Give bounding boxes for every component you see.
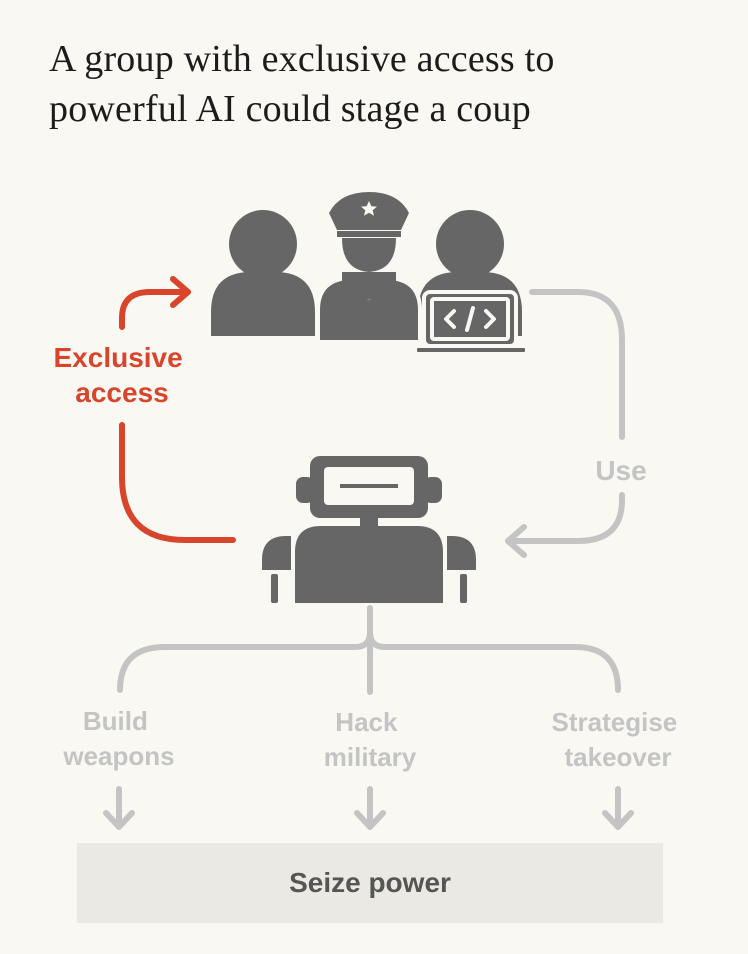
strategise-takeover-label: Strategise takeover <box>552 707 685 772</box>
title-line-1: A group with exclusive access to <box>49 38 555 80</box>
exclusive-access-arrow <box>119 276 236 543</box>
use-label: Use <box>595 455 646 486</box>
hack-military-label: Hack military <box>324 707 417 772</box>
arrow-down-hack <box>354 786 386 830</box>
seize-power-box: Seize power <box>77 843 663 923</box>
exclusive-access-label: Exclusive access <box>54 342 191 408</box>
title-line-2: powerful AI could stage a coup <box>49 88 531 130</box>
military-officer-icon <box>316 192 422 344</box>
robot-icon <box>262 456 476 603</box>
diagram-title: A group with exclusive access to powerfu… <box>49 34 709 134</box>
programmer-laptop-icon <box>415 290 527 354</box>
action-branches <box>117 605 621 695</box>
arrow-down-strategise <box>602 786 634 830</box>
use-arrow <box>505 289 625 558</box>
arrow-down-build <box>103 786 135 830</box>
seize-power-label: Seize power <box>289 867 451 898</box>
down-arrows <box>103 786 634 830</box>
build-weapons-label: Build weapons <box>62 706 174 771</box>
people-group-icon <box>211 210 522 336</box>
